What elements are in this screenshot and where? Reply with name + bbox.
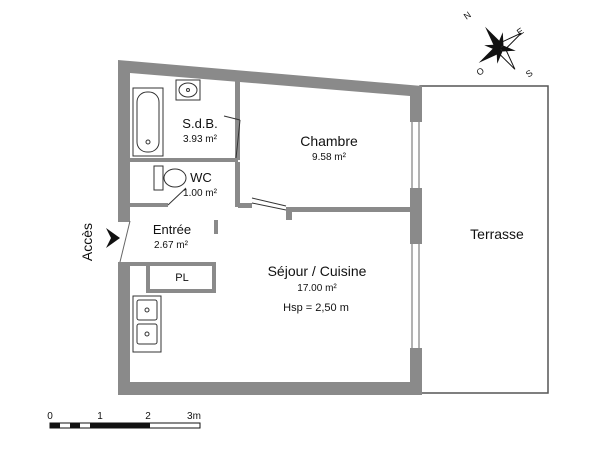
scale-tick-0: 0 (47, 411, 53, 422)
compass-s-label: S (524, 68, 535, 80)
scale-bar (49, 422, 201, 429)
bathtub (132, 87, 164, 157)
compass-e-label: E (515, 26, 526, 38)
scale-tick-3: 3m (187, 411, 201, 422)
access-label: Accès (79, 223, 95, 261)
compass-o-label: O (475, 65, 486, 77)
toilet (153, 165, 187, 191)
room-sejour-area: 17.00 m² (297, 283, 337, 294)
room-sejour-note: Hsp = 2,50 m (283, 302, 349, 314)
interior-walls (130, 80, 410, 293)
outer-walls (118, 60, 422, 395)
window-chambre (409, 122, 423, 188)
room-sdb-name: S.d.B. (182, 116, 217, 131)
entry-arrow-icon (106, 228, 120, 248)
window-sejour (409, 244, 423, 348)
scale-tick-1: 1 (97, 411, 103, 422)
room-wc-name: WC (190, 170, 212, 185)
room-sdb-area: 3.93 m² (183, 134, 218, 145)
kitchen-sink (132, 295, 162, 353)
room-terrasse-name: Terrasse (470, 226, 524, 242)
doors (119, 115, 287, 263)
compass-rose-icon (478, 26, 522, 70)
room-entree-name: Entrée (153, 222, 191, 237)
room-pl-name: PL (175, 272, 188, 284)
entrance-opening (116, 221, 132, 263)
washbasin (175, 79, 201, 101)
room-chambre-area: 9.58 m² (312, 152, 347, 163)
scale-tick-2: 2 (145, 411, 151, 422)
room-chambre-name: Chambre (300, 133, 358, 149)
room-sejour-name: Séjour / Cuisine (268, 263, 367, 279)
room-wc-area: 1.00 m² (183, 188, 218, 199)
compass-n-label: N (462, 10, 473, 22)
room-entree-area: 2.67 m² (154, 240, 189, 251)
